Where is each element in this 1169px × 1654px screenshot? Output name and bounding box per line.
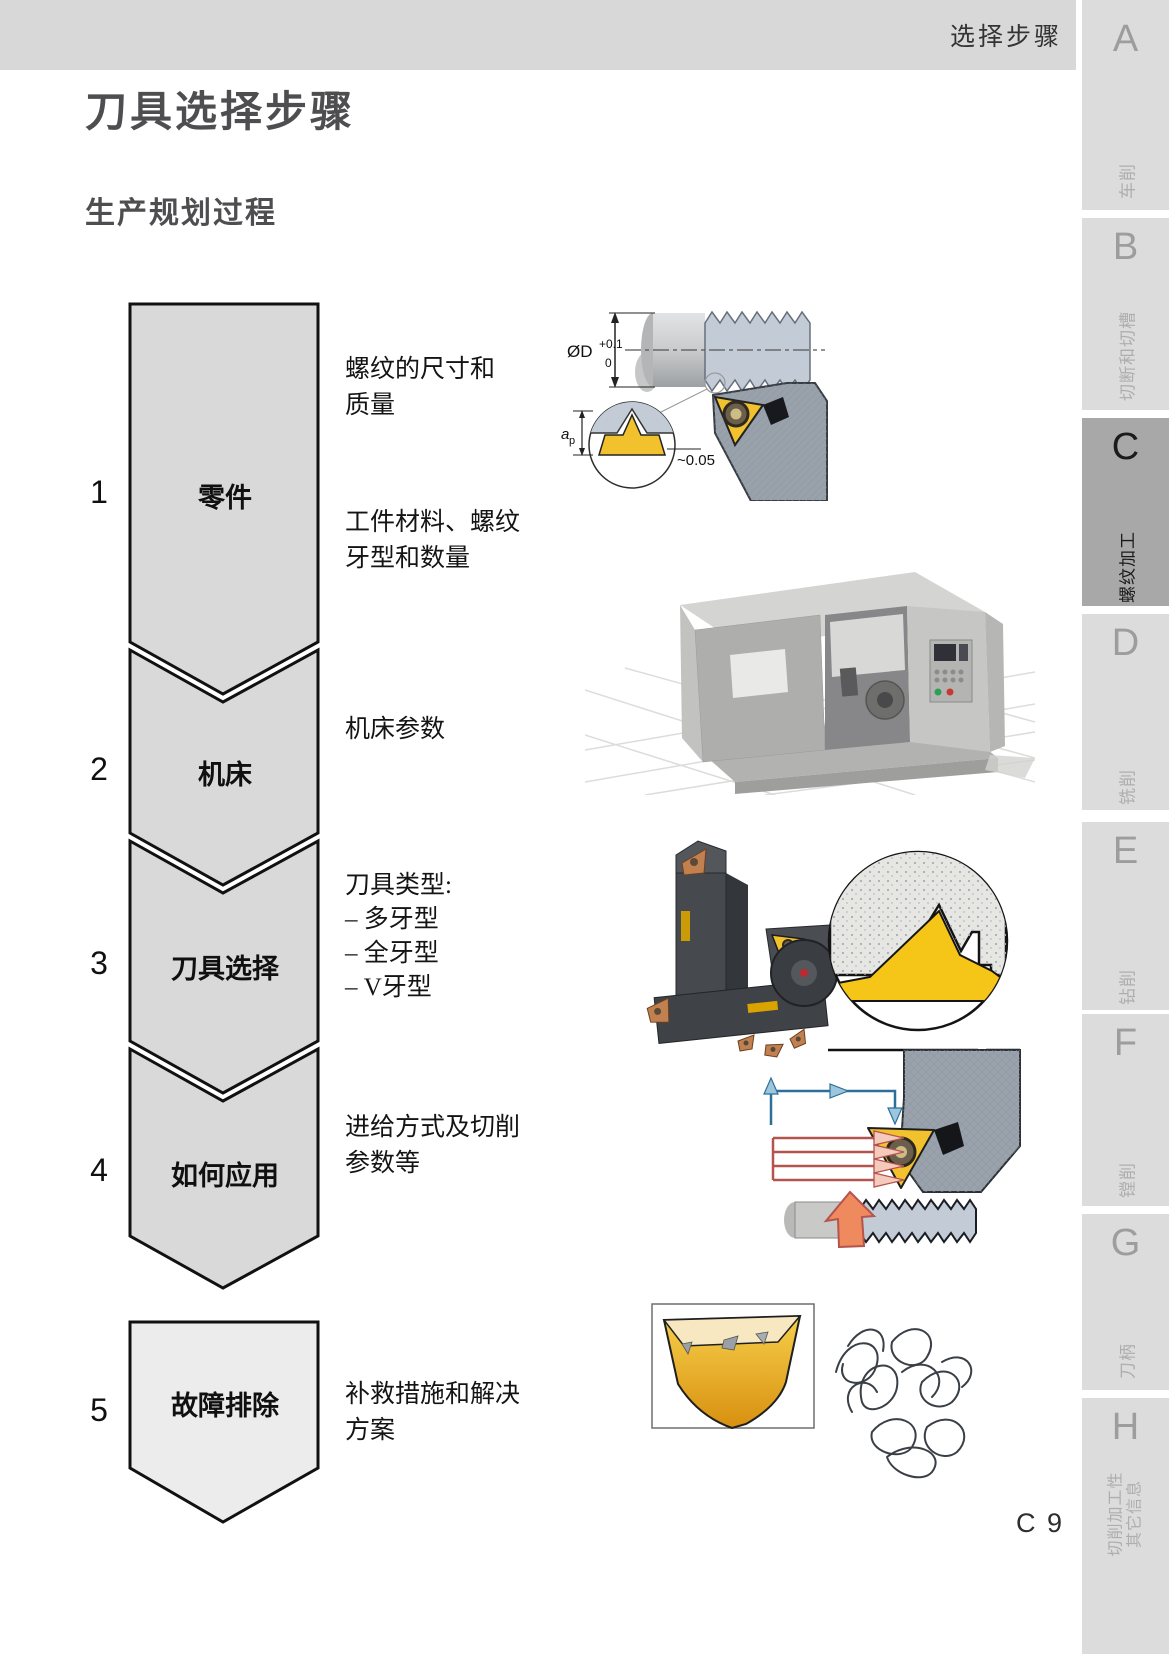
step-1-text-b: 工件材料、螺纹 牙型和数量 [345, 509, 521, 572]
pass-arrowheads [873, 1130, 905, 1188]
sidebar-tab-f: F 镗削 [1082, 1014, 1169, 1206]
tab-label: 刀柄 [1118, 1343, 1137, 1379]
step-3-chevron [128, 838, 320, 1095]
step-1-chevron [128, 302, 320, 696]
sidebar-tab-h: H 切削加工性 其它信息 [1082, 1398, 1169, 1654]
figure-troubleshooting [628, 1278, 1002, 1486]
figure-thread-dimensions: ØD +0.1 0 a p ~0.05 [555, 283, 1015, 502]
insert-clamp [934, 1122, 964, 1155]
insert-clamp [763, 397, 789, 425]
step-5-number: 5 [90, 1392, 108, 1428]
step-3-number: 3 [90, 945, 108, 981]
tab-letter: C [1111, 426, 1140, 468]
tab-letter: F [1113, 1022, 1138, 1064]
tab-label: 铣削 [1118, 769, 1137, 805]
green-button [934, 688, 942, 696]
page-number: C 9 [1016, 1508, 1065, 1538]
step-2-number: 2 [90, 751, 108, 787]
step-4-number: 4 [90, 1152, 108, 1188]
arrow-up-icon [763, 1076, 779, 1095]
sidebar-tab-g: G 刀柄 [1082, 1214, 1169, 1390]
insert-tip-profile [597, 413, 667, 456]
tab-letter: A [1112, 18, 1139, 60]
step-3-label: 刀具选择 [171, 954, 279, 984]
tab-letter: H [1111, 1406, 1140, 1448]
step-4-text: 进给方式及切削 参数等 [345, 1114, 521, 1177]
diameter-lower-tol: 0 [605, 356, 612, 370]
step-5-chevron [128, 1320, 320, 1524]
figure-infeed-method [738, 1028, 1022, 1249]
threaded-workpiece [846, 1198, 977, 1244]
diameter-upper-tol: +0.1 [599, 337, 623, 351]
arrow-right-icon [829, 1083, 850, 1099]
tab-letter: D [1111, 622, 1140, 664]
tolerance-label: ~0.05 [677, 452, 715, 469]
panel-buttons [934, 669, 964, 683]
header-band: 选择步骤 [0, 0, 1076, 70]
tab-label: 切断和切槽 [1118, 311, 1137, 401]
threaded-section [704, 310, 811, 393]
sidebar-tab-c: C 螺纹加工 [1082, 418, 1169, 606]
step-2-text: 机床参数 [345, 716, 446, 743]
tab-label: 切削加工性 其它信息 [1107, 1471, 1144, 1557]
figure-cnc-lathe [584, 520, 1036, 796]
step-2-label: 机床 [198, 760, 252, 790]
door-window [730, 649, 788, 698]
page-subtitle: 生产规划过程 [85, 197, 277, 230]
sidebar-tab-e: E 钻削 [1082, 822, 1169, 1010]
diameter-label: ØD [567, 342, 593, 361]
sidebar-tab-b: B 切断和切槽 [1082, 218, 1169, 410]
step-5-text: 补救措施和解决 方案 [345, 1381, 521, 1444]
thread-profile-insert [837, 909, 1007, 1002]
tab-label: 车削 [1118, 163, 1137, 199]
section-label: 选择步骤 [949, 24, 1062, 51]
tool-turret [839, 667, 859, 697]
sidebar-tab-d: D 铣削 [1082, 614, 1169, 810]
machine-shadow [985, 755, 1035, 778]
brand-red-dot [800, 969, 808, 977]
chip-tangle [835, 1328, 973, 1479]
ap-sub-label: p [569, 435, 575, 447]
tab-letter: E [1112, 830, 1139, 872]
tab-label: 螺纹加工 [1118, 531, 1137, 603]
infeed-passes-red [771, 1136, 874, 1182]
panel-screen [934, 644, 956, 661]
step-1-text-a: 螺纹的尺寸和 质量 [345, 356, 496, 419]
tab-letter: B [1112, 226, 1139, 268]
tab-letter: G [1110, 1222, 1141, 1264]
step-4-label: 如何应用 [171, 1161, 279, 1191]
step-2-chevron [128, 647, 320, 887]
loose-inserts [737, 1028, 807, 1058]
step-1-label: 零件 [198, 483, 252, 513]
sidebar-tab-a: A 车削 [1082, 0, 1169, 210]
step-3-text: 刀具类型: – 多牙型 – 全牙型 – V牙型 [345, 872, 452, 1001]
tab-label: 镗削 [1118, 1162, 1137, 1198]
round-adaptor-holder [765, 924, 838, 1007]
step-1-number: 1 [90, 474, 108, 510]
up-arrow-orange [823, 1190, 877, 1249]
red-button [946, 688, 954, 696]
edge-chipping [721, 1335, 739, 1351]
step-5-label: 故障排除 [171, 1391, 279, 1421]
figure-tool-selection [598, 833, 1022, 1061]
ap-label: a [561, 426, 569, 443]
page-title: 刀具选择步骤 [85, 88, 356, 135]
arrow-down-icon [887, 1107, 903, 1126]
step-4-chevron [128, 1046, 320, 1290]
